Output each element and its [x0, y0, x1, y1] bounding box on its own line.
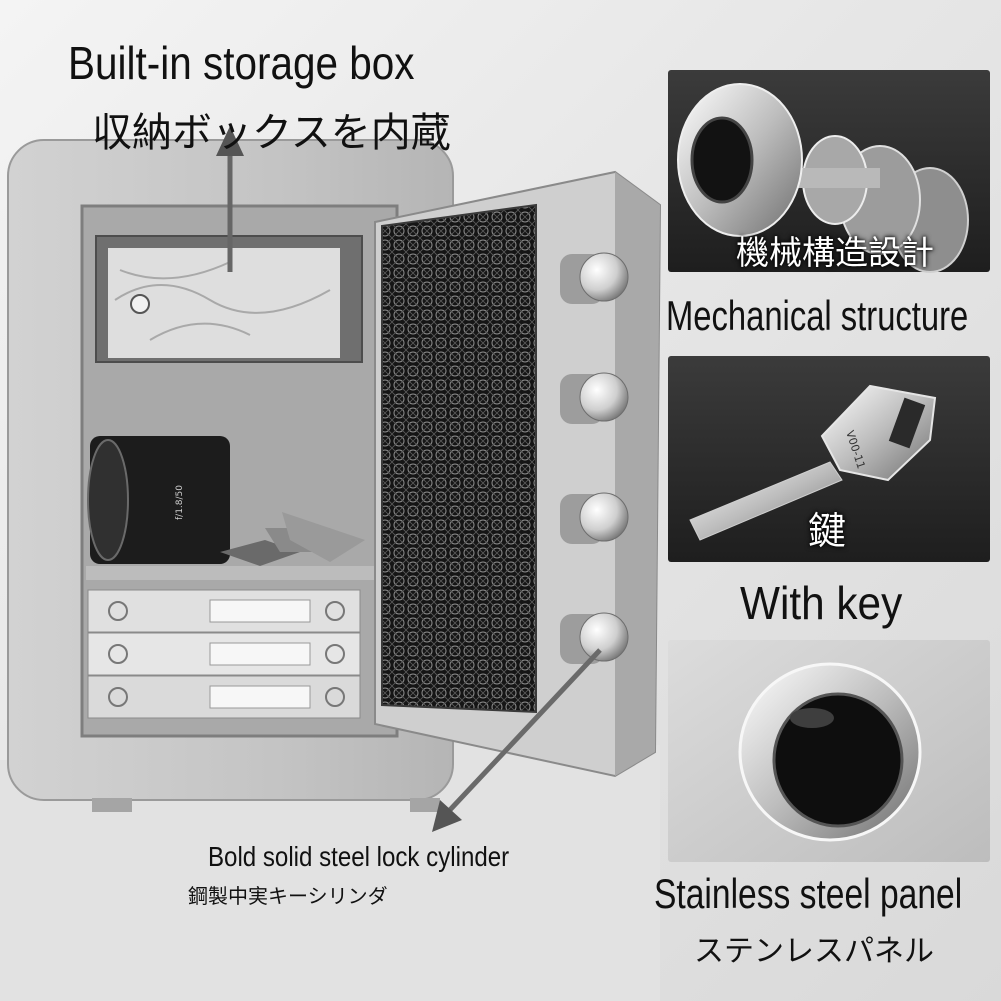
folder-ring: [325, 687, 345, 707]
folder-ring: [325, 644, 345, 664]
key-blade: [689, 461, 843, 541]
door-inner-panel: [381, 203, 537, 714]
folder-label-2: [209, 642, 311, 666]
lock-caption-en: Bold solid steel lock cylinder: [208, 841, 510, 872]
camera-lens-glass: [87, 439, 129, 561]
key-caption-en: With key: [740, 577, 903, 629]
locking-bolts: [560, 252, 629, 664]
lens-text: f/1.8/50: [175, 485, 185, 520]
folder-ring: [325, 601, 345, 621]
storage-box-lock: [130, 294, 150, 314]
lock-mechanism-illustration: [677, 83, 969, 273]
dial-core: [690, 116, 754, 204]
door-edge: [615, 172, 660, 776]
safe-foot: [92, 798, 132, 812]
folder-ring: [108, 687, 128, 707]
lock-caption-jp: 鋼製中実キーシリンダ: [188, 884, 388, 908]
panel-caption-jp: ステンレスパネル: [694, 934, 934, 969]
lock-arrow: [446, 648, 602, 814]
key-label-jp: 鍵: [808, 509, 847, 553]
storage-caption-jp: 収納ボックスを内蔵: [92, 110, 451, 156]
mechanical-caption-en: Mechanical structure: [666, 292, 969, 339]
bolt: [579, 372, 629, 422]
keyhole-shine: [790, 708, 834, 728]
folder-label-3: [209, 685, 311, 709]
shaft: [790, 168, 880, 188]
folder-ring: [108, 644, 128, 664]
safe-foot: [410, 798, 440, 812]
bolt: [579, 492, 629, 542]
tabletop: [0, 745, 660, 1001]
bar-3: [282, 512, 365, 562]
bolt: [579, 612, 629, 662]
lock-arrow-head: [432, 800, 462, 832]
folder-label-1: [209, 599, 311, 623]
storage-caption-en: Built-in storage box: [68, 37, 415, 89]
shelf: [86, 566, 386, 580]
key-illustration: V00-11: [689, 384, 937, 541]
folder-ring: [108, 601, 128, 621]
marble-veins: [114, 261, 331, 341]
panel-caption-en: Stainless steel panel: [654, 870, 963, 917]
stainless-keyhole-illustration: [738, 662, 922, 842]
storage-arrow-head: [216, 126, 244, 156]
mechanical-label-jp: 機械構造設計: [736, 233, 934, 272]
bolt: [579, 252, 629, 302]
file-folders: [87, 589, 361, 719]
key-bow-slot: [888, 397, 926, 449]
